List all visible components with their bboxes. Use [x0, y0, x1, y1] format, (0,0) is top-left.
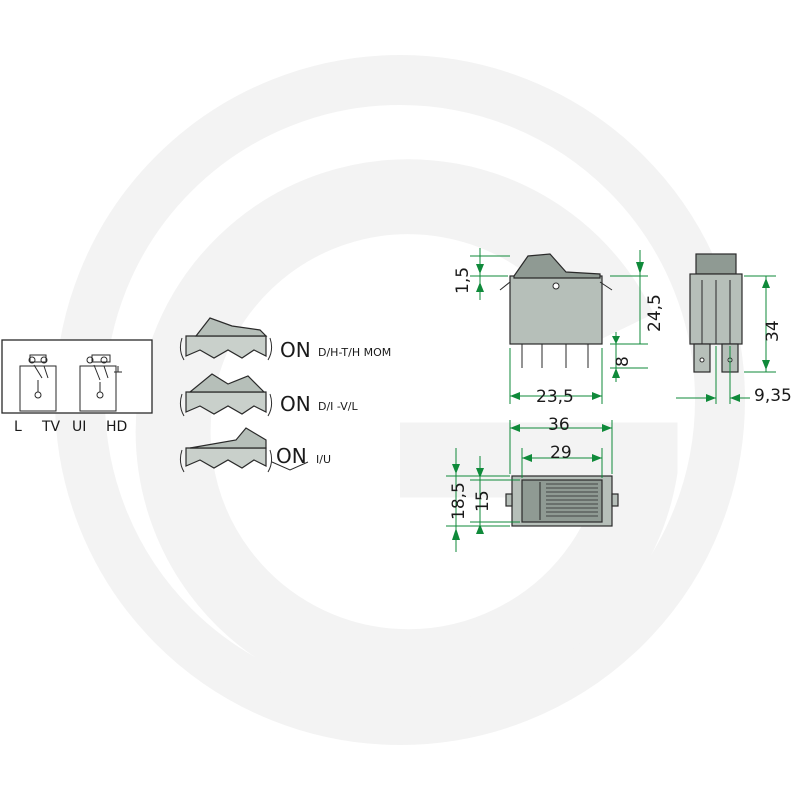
dim-side-height: 24,5: [645, 294, 665, 332]
rocker-1-code: D/H-T/H MOM: [318, 346, 391, 359]
dim-front-height: 34: [763, 320, 783, 342]
dim-top-height-inner: 15: [473, 490, 493, 512]
schematic-label-hd: HD: [106, 419, 127, 435]
watermark-logo: [55, 55, 745, 745]
dim-side-width: 23,5: [536, 387, 574, 407]
rocker-2-on: ON: [280, 392, 311, 416]
wiring-schematic: [1, 339, 153, 414]
schematic-label-l: L: [14, 419, 22, 435]
dim-front-tab: 9,35: [754, 386, 792, 406]
dim-side-pins: 8: [613, 356, 633, 367]
rocker-type-3: [179, 427, 309, 473]
rocker-2-code: D/I -V/L: [318, 400, 358, 413]
rocker-type-1: [179, 317, 273, 361]
dim-top-inner: 29: [550, 443, 572, 463]
rocker-type-2: [179, 373, 273, 417]
schematic-label-tv: TV: [41, 419, 61, 435]
schematic-label-ui: UI: [72, 419, 86, 435]
switch-top-view: [446, 420, 619, 552]
rocker-3-code: I/U: [316, 453, 331, 466]
dim-top-height-outer: 18,5: [449, 482, 469, 520]
rocker-3-on: ON: [276, 444, 307, 468]
dim-side-top: 1,5: [453, 267, 473, 294]
switch-front-view: [676, 253, 776, 404]
switch-side-view: [470, 248, 648, 404]
dim-top-outer: 36: [548, 415, 570, 435]
rocker-1-on: ON: [280, 338, 311, 362]
